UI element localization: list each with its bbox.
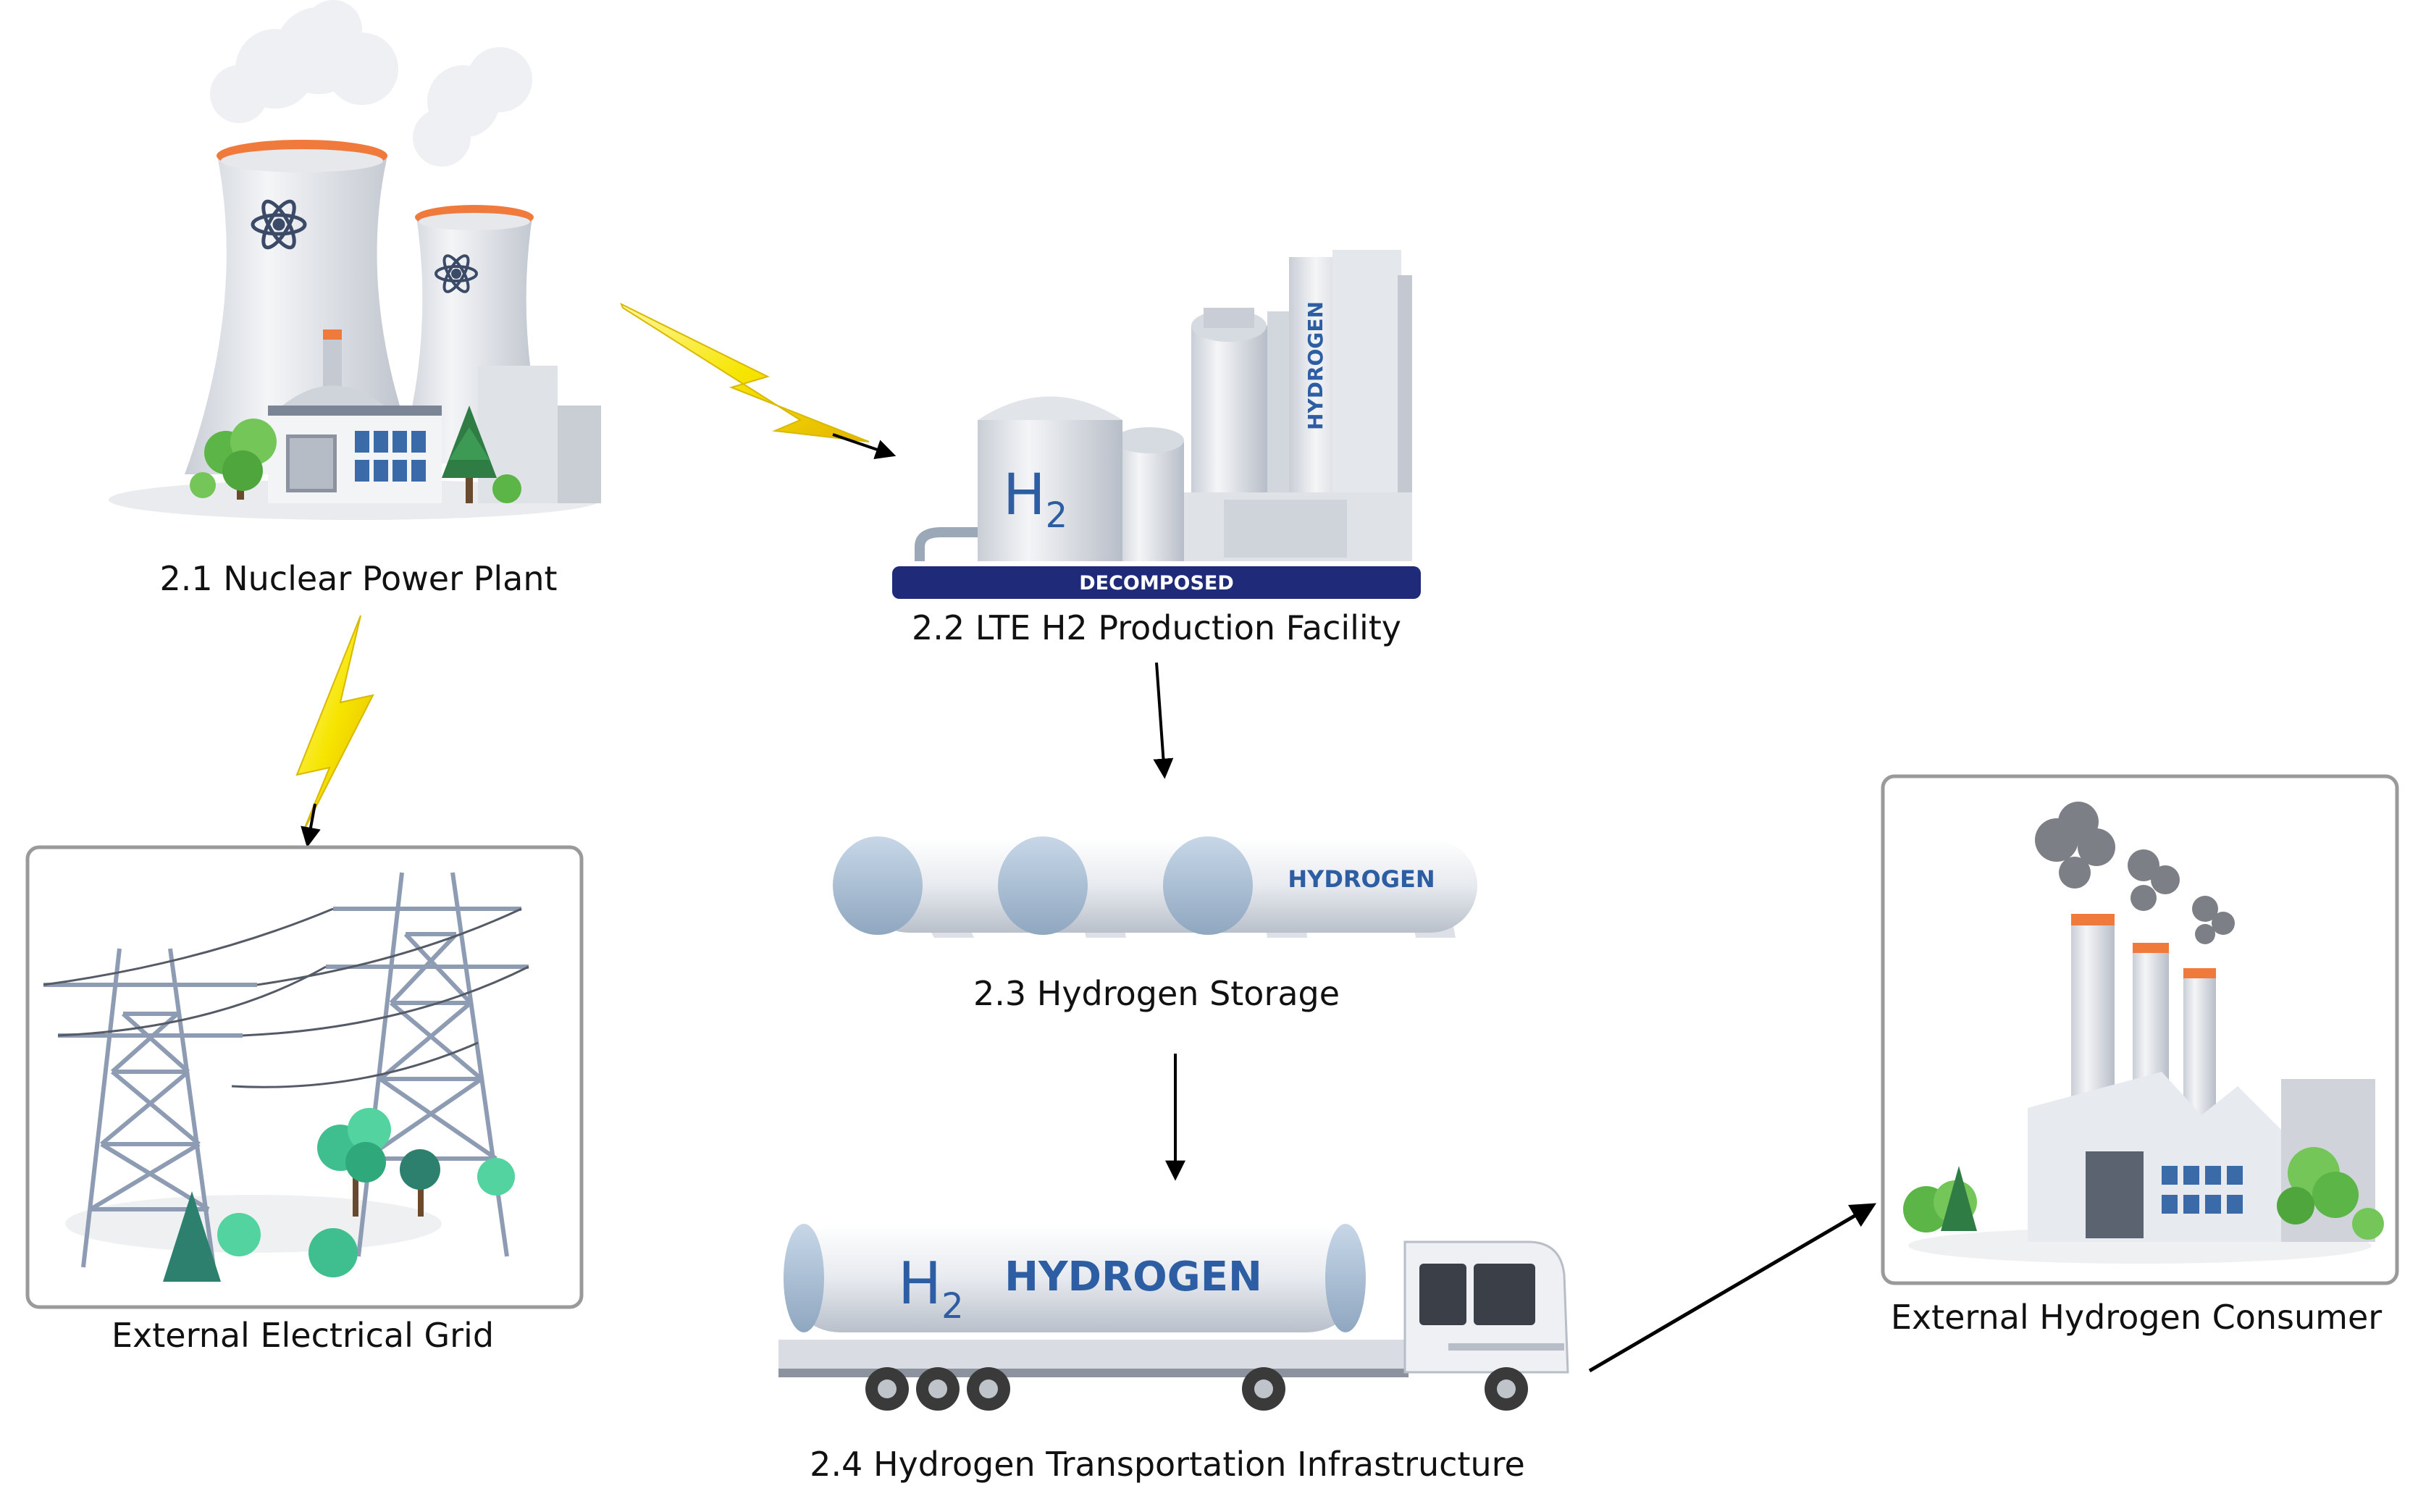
truck-tank-text: HYDROGEN	[1004, 1253, 1262, 1301]
edge-transport-consumer	[1588, 1203, 1877, 1373]
hydrogen-consumer-frame	[1881, 774, 2399, 1285]
storage-label: 2.3 Hydrogen Storage	[973, 974, 1340, 1013]
grid-label: External Electrical Grid	[112, 1316, 494, 1355]
electricity-bolt-icon	[620, 302, 897, 460]
steam-cloud-icon	[210, 0, 532, 167]
facility-h2-text: H	[1003, 463, 1046, 528]
truck-h2-symbol: H2	[898, 1250, 964, 1327]
hydrogen-truck-illustration: H2 HYDROGEN	[778, 1224, 1569, 1411]
transport-label: 2.4 Hydrogen Transportation Infrastructu…	[810, 1445, 1525, 1484]
electrical-grid-frame	[25, 845, 584, 1309]
tree-icon	[190, 419, 277, 500]
consumer-label: External Hydrogen Consumer	[1891, 1298, 2382, 1337]
facility-h2-symbol: H2	[1003, 463, 1067, 536]
h2-production-facility-illustration: HYDROGEN H2 DECOMPOSED	[892, 250, 1421, 599]
h2-facility-label: 2.2 LTE H2 Production Facility	[912, 608, 1401, 647]
atom-icon	[251, 199, 307, 250]
electricity-bolt-icon	[295, 615, 374, 848]
tree-icon	[1903, 1147, 2384, 1240]
atom-icon	[435, 254, 478, 293]
decomposed-banner: DECOMPOSED	[1079, 572, 1234, 595]
wheel-icon	[865, 1367, 1528, 1411]
hydrogen-storage-illustration: HYDROGEN	[833, 836, 1477, 938]
tree-icon	[163, 1108, 515, 1282]
storage-tank-text: HYDROGEN	[1288, 865, 1435, 893]
edge-facility-storage	[1153, 662, 1174, 779]
power-lines	[43, 907, 529, 1088]
nuclear-plant-illustration	[109, 0, 601, 520]
nuclear-plant-label: 2.1 Nuclear Power Plant	[159, 559, 557, 598]
pine-tree-icon	[442, 406, 521, 503]
smoke-icon	[2035, 802, 2235, 944]
facility-tower-text: HYDROGEN	[1304, 301, 1327, 430]
